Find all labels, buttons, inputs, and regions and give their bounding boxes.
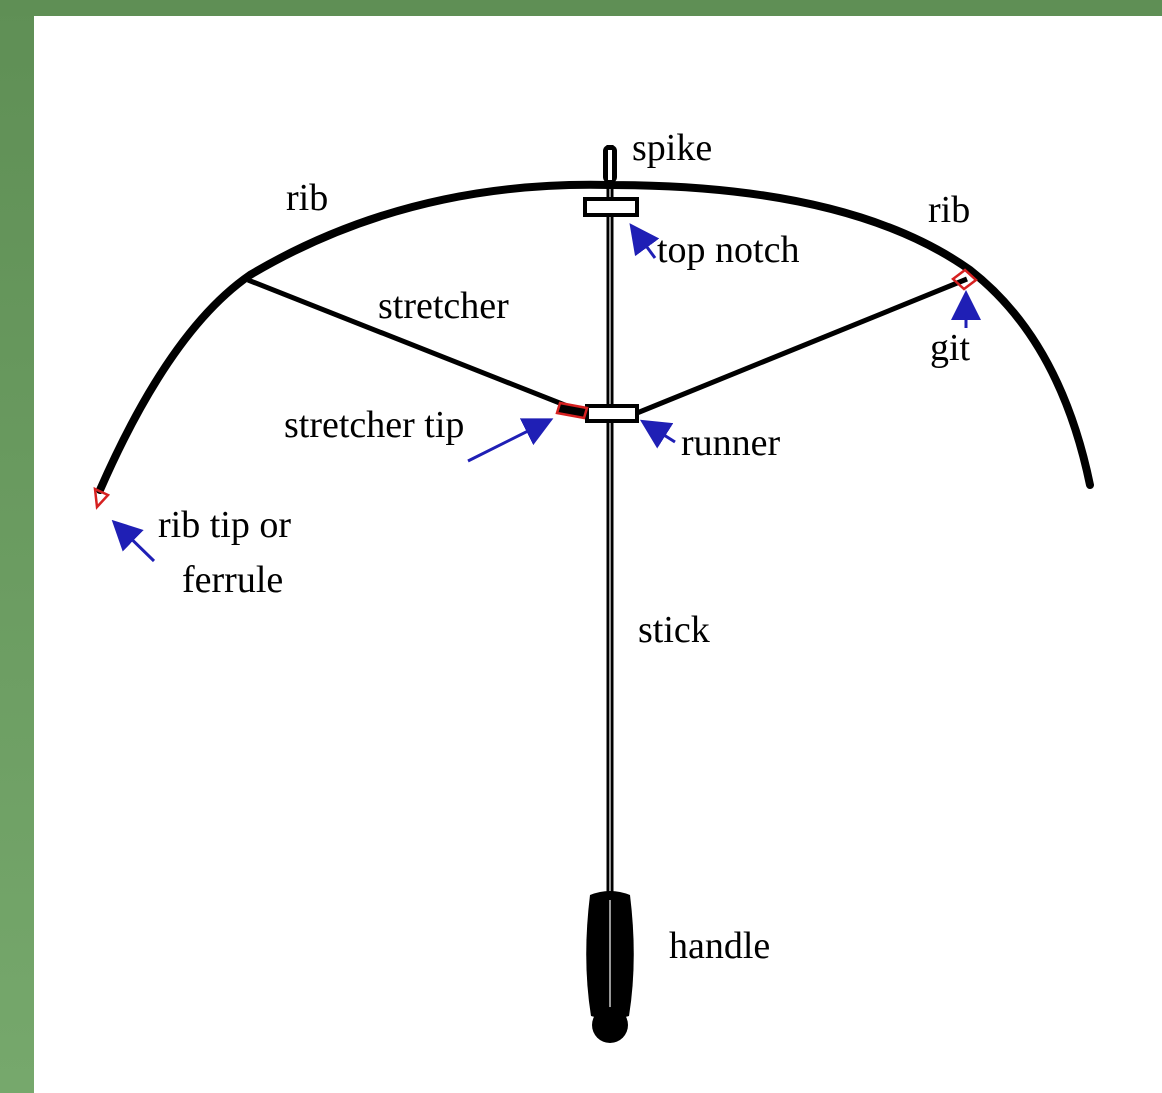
top-green-band: [0, 0, 1162, 16]
label-handle: handle: [669, 925, 770, 967]
top-notch-arrow: [629, 223, 660, 259]
label-stick: stick: [638, 609, 710, 651]
left-green-band: [0, 0, 34, 1093]
stretcher-right: [636, 276, 968, 416]
rib-tip-highlight: [93, 486, 111, 510]
label-rib-left: rib: [286, 177, 328, 219]
rib-tip-arrow: [111, 519, 156, 563]
label-rib-tip-line2: ferrule: [182, 559, 283, 601]
label-stretcher-tip: stretcher tip: [284, 404, 464, 446]
label-rib-right: rib: [928, 189, 970, 231]
label-runner: runner: [681, 422, 781, 464]
runner: [585, 404, 639, 423]
git-highlight: [951, 268, 978, 291]
spike-tip-inner: [608, 150, 612, 180]
handle-end-cap: [592, 1007, 628, 1043]
stretcher-tip-arrow: [467, 418, 554, 463]
label-stretcher: stretcher: [378, 285, 509, 327]
top-notch: [583, 197, 639, 217]
label-rib-tip-line1: rib tip or: [158, 504, 291, 546]
rib-canopy: [96, 180, 1094, 494]
stretcher-left: [247, 277, 586, 416]
label-git: git: [930, 327, 971, 369]
runner-arrow: [639, 419, 676, 449]
label-top-notch: top notch: [657, 229, 799, 271]
label-spike: spike: [632, 127, 712, 169]
stretcher-tip-highlight: [555, 401, 589, 420]
